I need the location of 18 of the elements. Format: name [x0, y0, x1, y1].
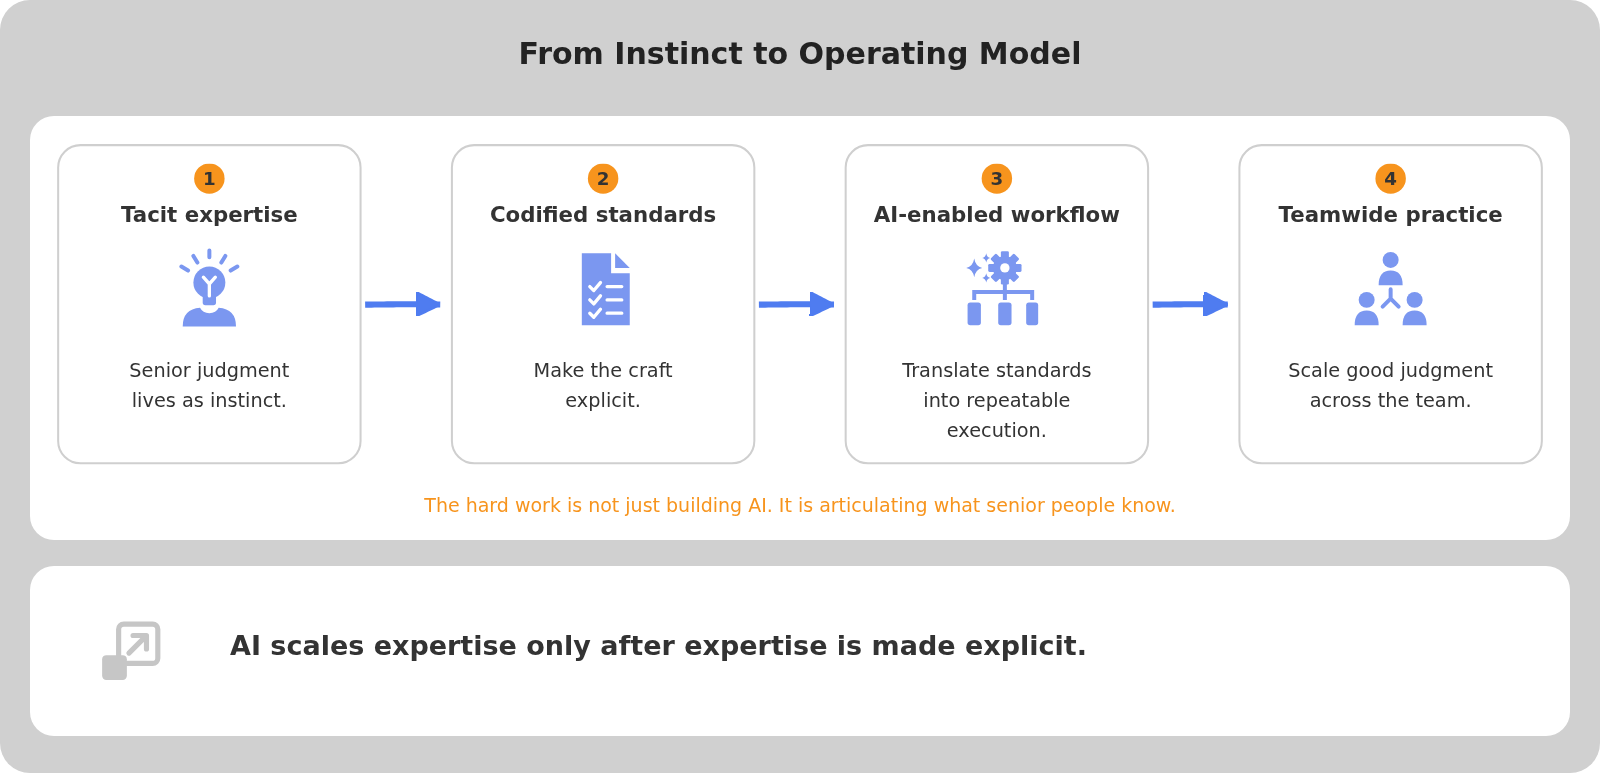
- diagram-title: From Instinct to Operating Model: [517, 36, 1083, 71]
- takeaway-text: AI scales expertise only after expertise is made explicit.: [230, 630, 1087, 661]
- step-title: Teamwide practice: [1278, 201, 1503, 230]
- step-title: AI-enabled workflow: [873, 201, 1120, 230]
- step-description: Translate standards into repeatable execution.: [901, 356, 1093, 443]
- step-description: Make the craft explicit.: [532, 356, 674, 413]
- step-card: [1238, 143, 1543, 465]
- note-text: The hard work is not just building AI. It is articulating what senior people know.: [423, 494, 1177, 516]
- step-card: [450, 143, 756, 465]
- step-card: [57, 143, 362, 465]
- step-description: Scale good judgment across the team.: [1287, 356, 1494, 413]
- arrow: [1152, 290, 1229, 318]
- step-title: Tacit expertise: [121, 201, 298, 230]
- step-description: Senior judgment lives as instinct.: [128, 356, 291, 413]
- arrow: [758, 290, 836, 318]
- step-title: Codified standards: [489, 201, 717, 230]
- step-card: [844, 143, 1150, 465]
- arrow: [365, 290, 442, 318]
